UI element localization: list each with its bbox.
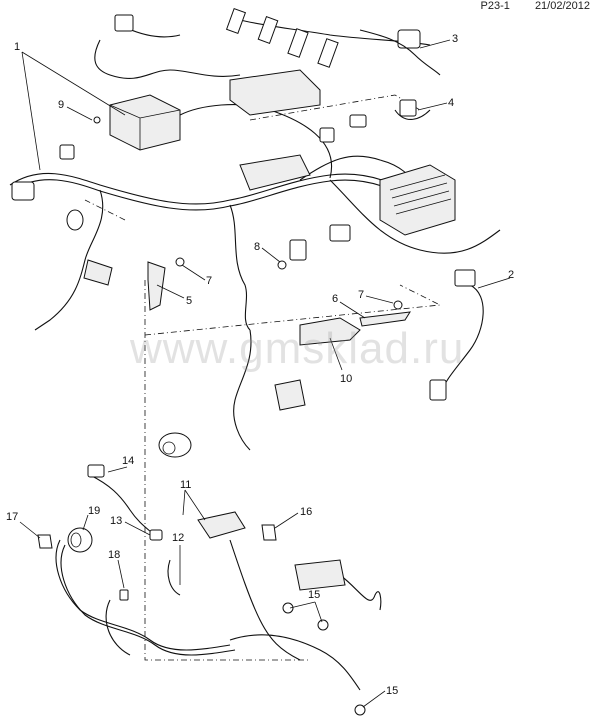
header: P23-1 21/02/2012: [459, 0, 590, 12]
callout-6: 6: [332, 293, 338, 305]
date-stamp: 21/02/2012: [534, 0, 590, 12]
callout-13: 13: [110, 515, 122, 527]
callout-14: 14: [122, 455, 134, 467]
callout-16: 16: [300, 506, 312, 518]
callout-9: 9: [58, 99, 64, 111]
callout-4: 4: [448, 97, 454, 109]
callout-10: 10: [340, 373, 352, 385]
callout-7b: 7: [358, 289, 364, 301]
callout-5: 5: [186, 295, 192, 307]
battery-harness: [37, 464, 382, 716]
callout-7: 7: [206, 275, 212, 287]
leader-lines: [19, 39, 511, 708]
callout-12: 12: [172, 532, 184, 544]
callout-numbers: 1 2 3 4 5 6 7 7 8 9 10 11 12 13 14 15 15…: [6, 33, 514, 697]
callout-15b: 15: [386, 685, 398, 697]
callout-1: 1: [14, 41, 20, 53]
callout-3: 3: [452, 33, 458, 45]
watermark: www.gmsklad.ru: [130, 324, 465, 373]
reference-lines: [84, 94, 442, 661]
engine-harness: [9, 7, 501, 458]
callout-17: 17: [6, 511, 18, 523]
callout-19: 19: [88, 505, 100, 517]
callout-15: 15: [308, 589, 320, 601]
callout-11: 11: [180, 479, 191, 491]
callout-18: 18: [108, 549, 120, 561]
page-code: P23-1: [480, 0, 510, 12]
callout-2: 2: [508, 269, 514, 281]
callout-8: 8: [254, 241, 260, 253]
